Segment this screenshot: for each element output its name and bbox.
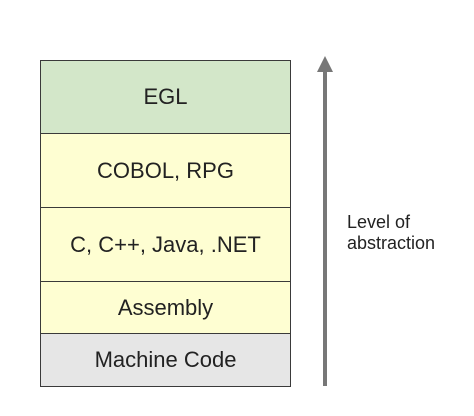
layer-c-cpp-java-net: C, C++, Java, .NET bbox=[41, 208, 290, 282]
axis-label-line2: abstraction bbox=[347, 233, 436, 253]
abstraction-stack: EGL COBOL, RPG C, C++, Java, .NET Assemb… bbox=[40, 60, 291, 387]
layer-label: Assembly bbox=[117, 294, 214, 320]
layer-cobol-rpg: COBOL, RPG bbox=[41, 134, 290, 208]
abstraction-arrow-icon bbox=[317, 56, 333, 386]
abstraction-axis-label: Level of abstraction bbox=[347, 212, 467, 254]
layer-label: C, C++, Java, .NET bbox=[70, 231, 261, 257]
layer-label: Machine Code bbox=[94, 347, 237, 372]
layer-egl: EGL bbox=[41, 61, 290, 134]
axis-label-line1: Level of bbox=[347, 212, 411, 232]
layer-machine-code: Machine Code bbox=[41, 334, 290, 386]
layer-label: EGL bbox=[143, 84, 188, 109]
layer-label: COBOL, RPG bbox=[97, 157, 234, 183]
layer-assembly: Assembly bbox=[41, 282, 290, 334]
arrow-head bbox=[317, 56, 333, 72]
